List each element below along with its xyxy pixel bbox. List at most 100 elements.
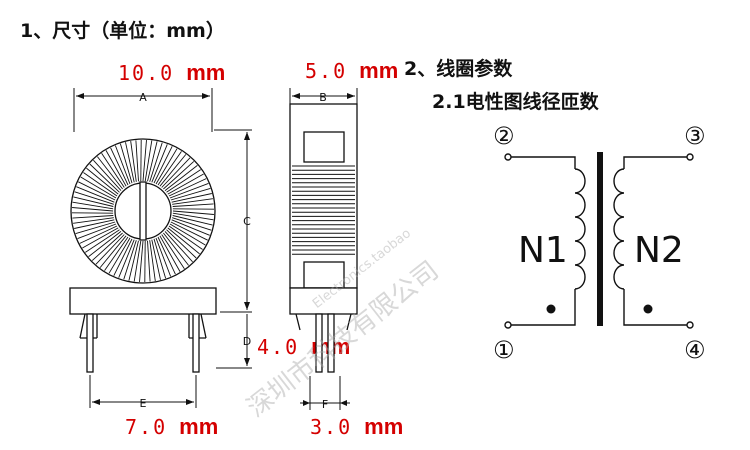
toroid-wire-turn xyxy=(89,163,120,193)
front-base xyxy=(69,287,217,315)
dim-b-arrow-left xyxy=(292,93,300,99)
dim-a-letter: A xyxy=(139,91,147,104)
winding-n2-coil xyxy=(613,168,625,290)
toroid-wire-turn xyxy=(167,227,200,255)
toroid-wire-turn xyxy=(172,217,212,231)
toroid-wire-turn xyxy=(149,240,156,281)
toroid-wire-turn xyxy=(171,193,212,203)
dim-c-arrow-top xyxy=(244,132,250,140)
toroid-wire-turn xyxy=(142,140,147,182)
toroid-wire-turn xyxy=(101,153,125,188)
toroid-wire-turn xyxy=(139,240,144,282)
toroid-wire-turn xyxy=(169,223,206,246)
toroid-wire-turn xyxy=(155,148,178,185)
dimension-f-value: 3.0 xyxy=(310,415,353,439)
toroid-wire-turn xyxy=(110,147,129,186)
toroid-wire-turn xyxy=(159,235,181,272)
toroid-wire-turn xyxy=(73,217,114,224)
lead-pin-4 xyxy=(623,289,690,326)
toroid-wire-turn xyxy=(85,229,120,253)
toroid-wire-turn xyxy=(170,187,211,201)
toroid-wire-turn xyxy=(149,142,163,182)
side-pin-left xyxy=(315,313,323,373)
toroid-wire-turn xyxy=(83,172,118,197)
dim-a-arrow-left xyxy=(76,93,84,99)
dimension-e-unit: mm xyxy=(179,414,219,439)
dimension-b-value: 5.0 xyxy=(305,59,348,83)
toroid-wire-turn xyxy=(151,239,161,280)
terminal-pin-1 xyxy=(504,321,512,329)
toroid-wire-turn xyxy=(153,238,167,279)
toroid-wire-turn xyxy=(166,169,201,193)
pin-3-label: ③ xyxy=(684,122,706,150)
toroid-wire-turn xyxy=(105,150,127,187)
dimension-b-unit: mm xyxy=(359,58,399,83)
side-foot-right xyxy=(346,313,352,331)
dim-e-arrow-right xyxy=(186,399,194,405)
toroid-wire-turn xyxy=(144,140,153,182)
lead-pin-2 xyxy=(508,156,576,169)
toroid-wire-turn xyxy=(91,232,123,261)
toroid-wire-turn xyxy=(73,196,114,207)
side-core-top xyxy=(303,131,345,163)
dimension-e-label: 7.0 mm xyxy=(125,416,218,438)
dimension-b-label: 5.0 mm xyxy=(305,60,398,82)
side-view: B F xyxy=(289,88,358,411)
toroid-wire-turn xyxy=(172,215,213,226)
toroid-center-post xyxy=(139,181,147,241)
toroid-wire-turn xyxy=(164,165,198,191)
toroid-wire-turn xyxy=(114,145,131,185)
dim-f-arrow-right xyxy=(340,400,347,406)
toroid-wire-turn xyxy=(95,234,125,265)
toroid-wire-turn xyxy=(82,227,119,249)
dimension-a-label: 10.0 mm xyxy=(118,62,225,84)
toroid-wire-turn xyxy=(99,235,127,268)
toroid-wire-turn xyxy=(169,182,209,199)
toroid-wire-turn xyxy=(79,225,118,244)
toroid-wire-turn xyxy=(74,219,115,229)
dim-f-arrow-left xyxy=(303,400,310,406)
toroid-wire-turn xyxy=(113,238,133,276)
coil-section-subtitle: 2.1电性图线径匝数 xyxy=(432,91,599,113)
dimension-a-unit: mm xyxy=(186,60,226,85)
toroid-wire-turn xyxy=(161,234,185,269)
toroid-wire-turn xyxy=(119,143,133,184)
side-pin-right xyxy=(327,313,335,373)
toroid-wire-turn xyxy=(163,161,195,190)
toroid-wire-turn xyxy=(72,207,114,212)
toroid-wire-turn xyxy=(166,229,197,259)
toroid-wire-turn xyxy=(128,240,139,281)
pin-1-label: ① xyxy=(493,336,515,364)
size-section-title: 1、尺寸（单位：mm） xyxy=(20,20,225,42)
toroid-wire-turn xyxy=(159,154,187,187)
toroid-wire-turn xyxy=(72,201,114,210)
lead-pin-3 xyxy=(623,156,690,169)
dim-b-arrow-right xyxy=(347,93,355,99)
toroid-wire-turn xyxy=(76,186,115,203)
front-pin-left xyxy=(86,313,94,373)
dim-c-arrow-bottom xyxy=(244,302,250,310)
terminal-pin-4 xyxy=(686,321,694,329)
side-base xyxy=(289,287,358,315)
dimension-d-value: 4.0 xyxy=(257,335,300,359)
toroid-wire-turn xyxy=(130,141,137,182)
toroid-wire-turn xyxy=(78,181,116,201)
pin-2-label: ② xyxy=(493,122,515,150)
toroid-wire-turn xyxy=(74,191,114,205)
toroid-wire-turn xyxy=(168,178,207,197)
toroid-wire-turn xyxy=(172,212,214,221)
side-foot-left xyxy=(295,313,301,331)
toroid-wire-turn xyxy=(80,176,117,199)
front-pin-right xyxy=(192,313,200,373)
polarity-dot-n1 xyxy=(546,304,556,314)
toroid-wire-turn xyxy=(151,144,168,183)
toroid-wire-turn xyxy=(170,221,208,241)
toroid-wire-turn xyxy=(75,221,116,235)
toroid-wire-turn xyxy=(123,240,137,280)
dimension-f-unit: mm xyxy=(364,414,404,439)
toroid-wire-turn xyxy=(104,236,129,271)
toroid-wire-turn xyxy=(171,219,210,236)
terminal-pin-2 xyxy=(504,153,512,161)
toroid-wire-turn xyxy=(72,215,114,219)
